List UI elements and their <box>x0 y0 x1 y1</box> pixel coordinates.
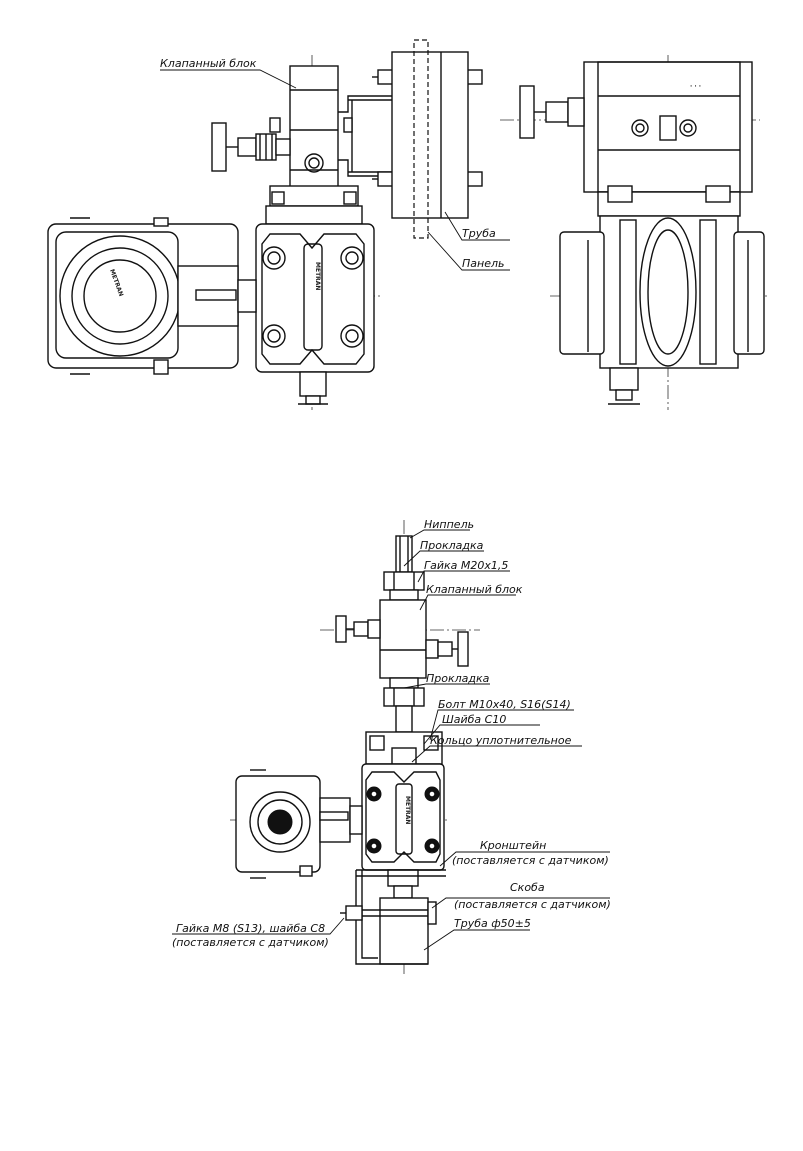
label-valve-block: Клапанный блок <box>160 57 257 70</box>
label-washer: Шайба С10 <box>442 713 506 726</box>
sensor-side <box>599 215 739 369</box>
electronics-housing: METRAN <box>47 217 257 375</box>
top-left-view: METRAN METRAN Клапанный блок Труба П <box>47 39 510 410</box>
nut-m8 <box>345 905 363 921</box>
nut-m20-top <box>383 571 425 591</box>
label-panel: Панель <box>462 257 505 270</box>
top-right-view: · · · <box>500 55 770 410</box>
valve-handle <box>211 117 291 172</box>
label-bolt: Болт М10х40, S16(S14) <box>438 698 571 711</box>
label-bracket-note: (поставляется с датчиком) <box>452 854 609 867</box>
label-pipe: Труба <box>462 227 496 240</box>
sensor-body: METRAN <box>255 223 375 373</box>
electronics-housing-bottom <box>235 769 363 879</box>
brand-text-bottom: METRAN <box>404 796 411 824</box>
label-bracket: Кронштейн <box>480 839 546 852</box>
nipple <box>395 535 413 573</box>
plate-marking: · · · <box>690 83 701 90</box>
label-pipe-bottom: Труба ф50±5 <box>454 917 531 930</box>
label-clamp: Скоба <box>510 881 545 894</box>
label-clamp-note: (поставляется с датчиком) <box>454 898 611 911</box>
label-gasket-top: Прокладка <box>420 539 484 552</box>
label-valve-block-bottom: Клапанный блок <box>426 583 523 596</box>
sensor-body-bottom: METRAN <box>361 763 445 871</box>
brand-text-top: METRAN <box>314 262 321 290</box>
pipe-bottom <box>379 897 429 965</box>
valve-block-plate <box>583 61 753 193</box>
label-nut-m8: Гайка М8 (S13), шайба С8 <box>176 922 325 935</box>
bracket <box>361 870 378 959</box>
nut-m20-bottom <box>383 687 425 707</box>
label-gasket-bottom: Прокладка <box>426 672 490 685</box>
bottom-view: METRAN <box>172 518 611 975</box>
pipe <box>391 51 469 219</box>
valve-block-bottom <box>379 599 427 679</box>
label-seal-ring: Кольцо уплотнительное <box>430 734 572 747</box>
label-nut-m8-note: (поставляется с датчиком) <box>172 936 329 949</box>
label-nipple: Ниппель <box>424 518 474 531</box>
valve-port <box>304 153 324 173</box>
panel <box>413 39 429 239</box>
label-nut-m20: Гайка М20х1,5 <box>424 559 508 572</box>
valve-block <box>289 65 339 197</box>
